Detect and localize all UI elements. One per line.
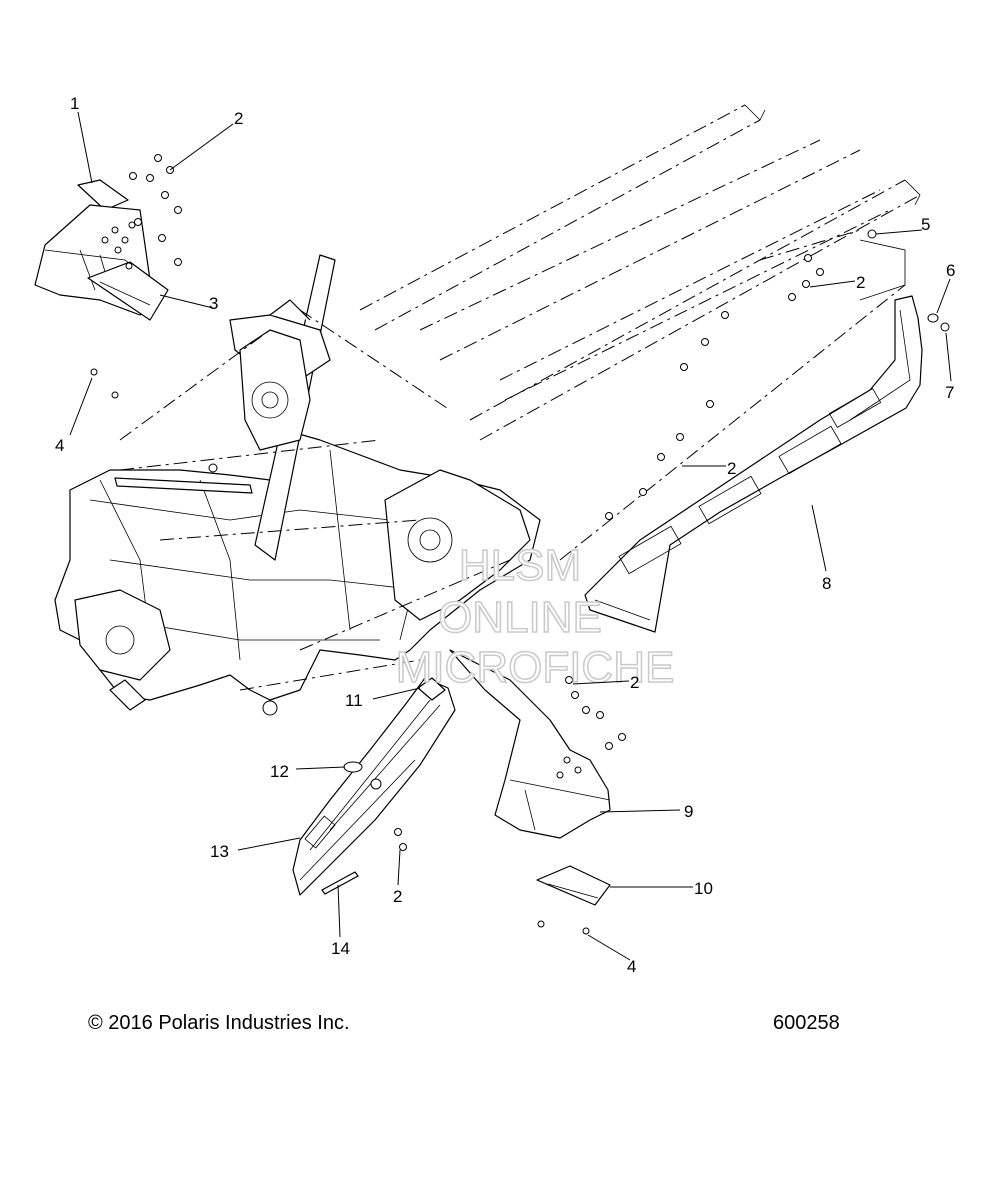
watermark-line-3: MICROFICHE	[396, 643, 675, 692]
copyright-notice: © 2016 Polaris Industries Inc.	[88, 1012, 350, 1034]
figure-number: 600258	[773, 1012, 840, 1034]
callout-10: 10	[694, 879, 713, 898]
callout-13: 13	[210, 842, 229, 861]
part-3-plate	[87, 261, 169, 321]
callout-6: 6	[946, 261, 955, 280]
part-9-side-shield	[449, 649, 611, 839]
callout-3: 3	[209, 294, 218, 313]
part-8-running-board	[584, 295, 923, 633]
callout-4: 4	[627, 957, 636, 976]
chassis-frame	[54, 254, 541, 716]
callouts: 1 2 3 4 5 6 7 2 2 8 2 11 12 9 13 2 10 14…	[55, 94, 955, 976]
callout-2: 2	[393, 887, 402, 906]
watermark: HLSM ONLINE MICROFICHE	[395, 540, 675, 693]
part-14-decal	[321, 871, 359, 895]
callout-14: 14	[331, 939, 350, 958]
callout-2: 2	[727, 459, 736, 478]
callout-8: 8	[822, 574, 831, 593]
callout-2: 2	[234, 109, 243, 128]
leader-lines	[69, 111, 952, 961]
callout-12: 12	[270, 762, 289, 781]
part-4-screws	[90, 368, 590, 935]
tunnel-outline	[359, 104, 921, 561]
callout-1: 1	[70, 94, 79, 113]
callout-2: 2	[630, 673, 639, 692]
part-2-fasteners	[129, 154, 824, 851]
callout-5: 5	[921, 215, 930, 234]
watermark-line-1: HLSM	[459, 541, 581, 590]
callout-9: 9	[684, 802, 693, 821]
part-12-grommet	[343, 761, 382, 790]
part-6-washer	[927, 313, 939, 323]
callout-11: 11	[345, 691, 363, 710]
callout-2: 2	[856, 273, 865, 292]
callout-4: 4	[55, 436, 64, 455]
watermark-line-2: ONLINE	[438, 593, 602, 642]
part-7-nut	[940, 322, 950, 332]
callout-7: 7	[945, 383, 954, 402]
part-11-bracket	[417, 677, 446, 701]
part-5-bolt	[867, 229, 877, 239]
part-10-plate	[536, 865, 611, 906]
